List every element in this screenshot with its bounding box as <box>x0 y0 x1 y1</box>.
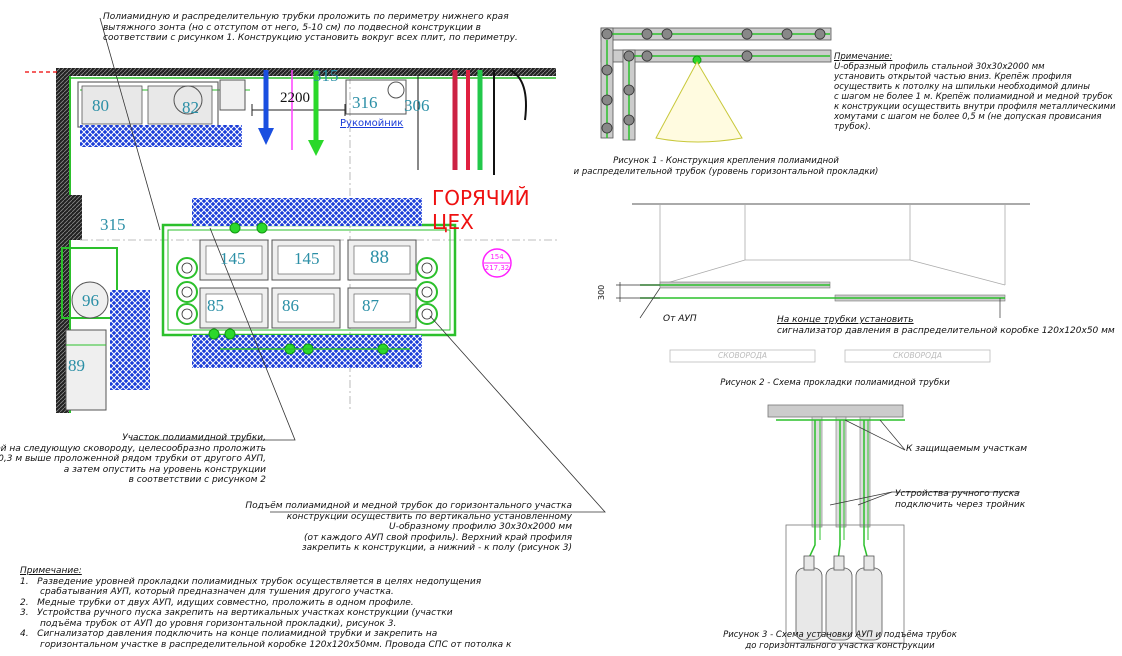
aup-cylinders <box>795 555 883 641</box>
figure2-label-end: На конце трубки установить сигнализатор … <box>777 315 1115 336</box>
equipment-89: 89 <box>68 356 85 375</box>
room-badge-number: 154 <box>490 253 504 261</box>
figure3-caption-line: Рисунок 3 - Схема установки АУП и подъём… <box>723 630 957 640</box>
wall-top <box>56 68 556 76</box>
figure1-note-line: хомутами с шагом не более 0,5 м (не допу… <box>834 112 1102 122</box>
wall-left <box>56 68 69 413</box>
figure2-label-end-line1: На конце трубки установить <box>777 315 914 325</box>
hood-strip-top <box>80 125 242 147</box>
figure1-note: Примечание: U-образный профиль стальной … <box>834 52 1115 132</box>
figure1-caption-line: Рисунок 1 - Конструкция крепления полиам… <box>613 156 839 166</box>
general-note-item: подъёма трубок от АУП до уровня горизонт… <box>20 618 397 629</box>
general-note-item: 3. Устройства ручного пуска закрепить на… <box>20 608 453 618</box>
figure2-dim-300: 300 <box>597 284 606 300</box>
sink-label: Рукомойник <box>340 118 404 129</box>
hot-shop-label: ГОРЯЧИЙ ЦЕХ <box>432 186 530 234</box>
equipment-96: 96 <box>82 291 99 310</box>
figure2-label-aup: От АУП <box>663 314 697 324</box>
equipment-145-a: 145 <box>220 249 246 268</box>
note-section: Участок полиамидной трубки, идущей на сл… <box>0 433 266 486</box>
note-section-line: на 0,3 м выше проложенной рядом трубки о… <box>0 454 266 464</box>
note-vertical-line: конструкции осуществить по вертикально у… <box>286 511 572 522</box>
hot-shop-line: ЦЕХ <box>432 210 474 234</box>
figure2-label-end-line2: сигнализатор давления в распределительно… <box>777 325 1115 336</box>
hood-band-left <box>110 290 150 390</box>
figure3-caption: Рисунок 3 - Схема установки АУП и подъём… <box>690 630 990 652</box>
top-note-line: вытяжного зонта (но с отступом от него, … <box>103 22 481 33</box>
hot-shop-line: ГОРЯЧИЙ <box>432 186 530 210</box>
note-vertical-line: закрепить к конструкции, а нижний - к по… <box>301 543 572 553</box>
aup-nozzles-left <box>176 257 438 325</box>
general-notes: Примечание: 1. Разведение уровней прокла… <box>20 566 511 650</box>
note-vertical-line: U-образному профилю 30х30х2000 мм <box>388 522 572 532</box>
pan-label-1: СКОВОРОДА <box>718 351 767 360</box>
general-notes-title: Примечание: <box>20 566 82 576</box>
figure1-caption: Рисунок 1 - Конструкция крепления полиам… <box>566 156 886 178</box>
figure1-note-line: трубок). <box>834 122 871 132</box>
equipment-86: 86 <box>282 296 299 315</box>
equipment-85: 85 <box>207 296 224 315</box>
note-vertical-line: (от каждого АУП свой профиль). Верхний к… <box>303 532 572 543</box>
figure3-label-manual: Устройства ручного пуска подключить чере… <box>895 489 1025 510</box>
room-316: 316 <box>352 93 378 112</box>
stove-row <box>199 239 417 329</box>
figure3-label-manual-line2: подключить через тройник <box>895 499 1026 510</box>
general-note-item: 2. Медные трубки от двух АУП, идущих сов… <box>20 597 414 608</box>
top-note: Полиамидную и распределительную трубки п… <box>103 12 518 44</box>
top-note-line: Полиамидную и распределительную трубки п… <box>103 12 509 22</box>
figure3-caption-line: до горизонтального участка конструкции <box>745 641 935 651</box>
note-section-line: идущей на следующую сковороду, целесообр… <box>0 443 266 454</box>
room-badge-area: 217,32 <box>484 264 510 272</box>
figure1-note-line: U-образный профиль стальной 30х30х2000 м… <box>834 62 1045 72</box>
note-section-line: в соответствии с рисунком 2 <box>128 475 266 485</box>
figure1-note-line: установить открытой частью вниз. Крепёж … <box>834 72 1072 82</box>
figure3-label-manual-line1: Устройства ручного пуска <box>895 489 1020 499</box>
figure3-label-protect: К защищаемым участкам <box>906 444 1028 454</box>
equipment-82: 82 <box>182 98 199 117</box>
leader-top-note <box>99 17 161 231</box>
top-note-line: соответствии с рисунком 1. Конструкцию у… <box>103 33 518 43</box>
figure3-drawing <box>767 404 1020 644</box>
equipment-145-b: 145 <box>294 249 320 268</box>
room-315-top: 315 <box>313 66 339 85</box>
figure2-drawing <box>616 203 1030 363</box>
pan-outline-1 <box>669 349 816 363</box>
figure1-note-line: к конструкции осуществить внутри профиля… <box>834 102 1116 112</box>
room-badge-text: 154 217,32 <box>484 252 510 274</box>
note-vertical-line: Подъём полиамидной и медной трубок до го… <box>245 501 572 511</box>
figure1-note-line: осуществить к потолку на шпильки необход… <box>834 82 1090 92</box>
general-note-item: 4. Сигнализатор давления подключить на к… <box>20 629 438 639</box>
figure1-note-title: Примечание: <box>834 52 893 62</box>
room-306: 306 <box>404 96 430 115</box>
hood-band-top <box>192 198 422 226</box>
note-vertical: Подъём полиамидной и медной трубок до го… <box>245 501 572 554</box>
figure1-note-line: с шагом не более 1 м. Крепёж полиамидной… <box>834 92 1113 102</box>
note-section-line: Участок полиамидной трубки, <box>122 433 266 443</box>
dimension-2200: 2200 <box>280 90 310 106</box>
equipment-87: 87 <box>362 296 379 315</box>
left-plan <box>25 17 606 513</box>
figure2-caption: Рисунок 2 - Схема прокладки полиамидной … <box>720 378 950 388</box>
room-315-left: 315 <box>100 215 126 234</box>
figure1-caption-line: и распределительной трубок (уровень гори… <box>573 167 879 177</box>
general-note-item: срабатывания АУП, который предназначен д… <box>20 587 394 597</box>
equipment-88: 88 <box>370 247 389 268</box>
general-note-item: горизонтальном участке в распределительн… <box>20 639 512 650</box>
pan-outline-2 <box>844 349 991 363</box>
figure1-drawing <box>600 27 832 143</box>
general-note-item: 1. Разведение уровней прокладки полиамид… <box>20 576 482 587</box>
note-section-line: а затем опустить на уровень конструкции <box>63 464 266 475</box>
equipment-80: 80 <box>92 96 109 115</box>
pan-label-2: СКОВОРОДА <box>893 351 942 360</box>
